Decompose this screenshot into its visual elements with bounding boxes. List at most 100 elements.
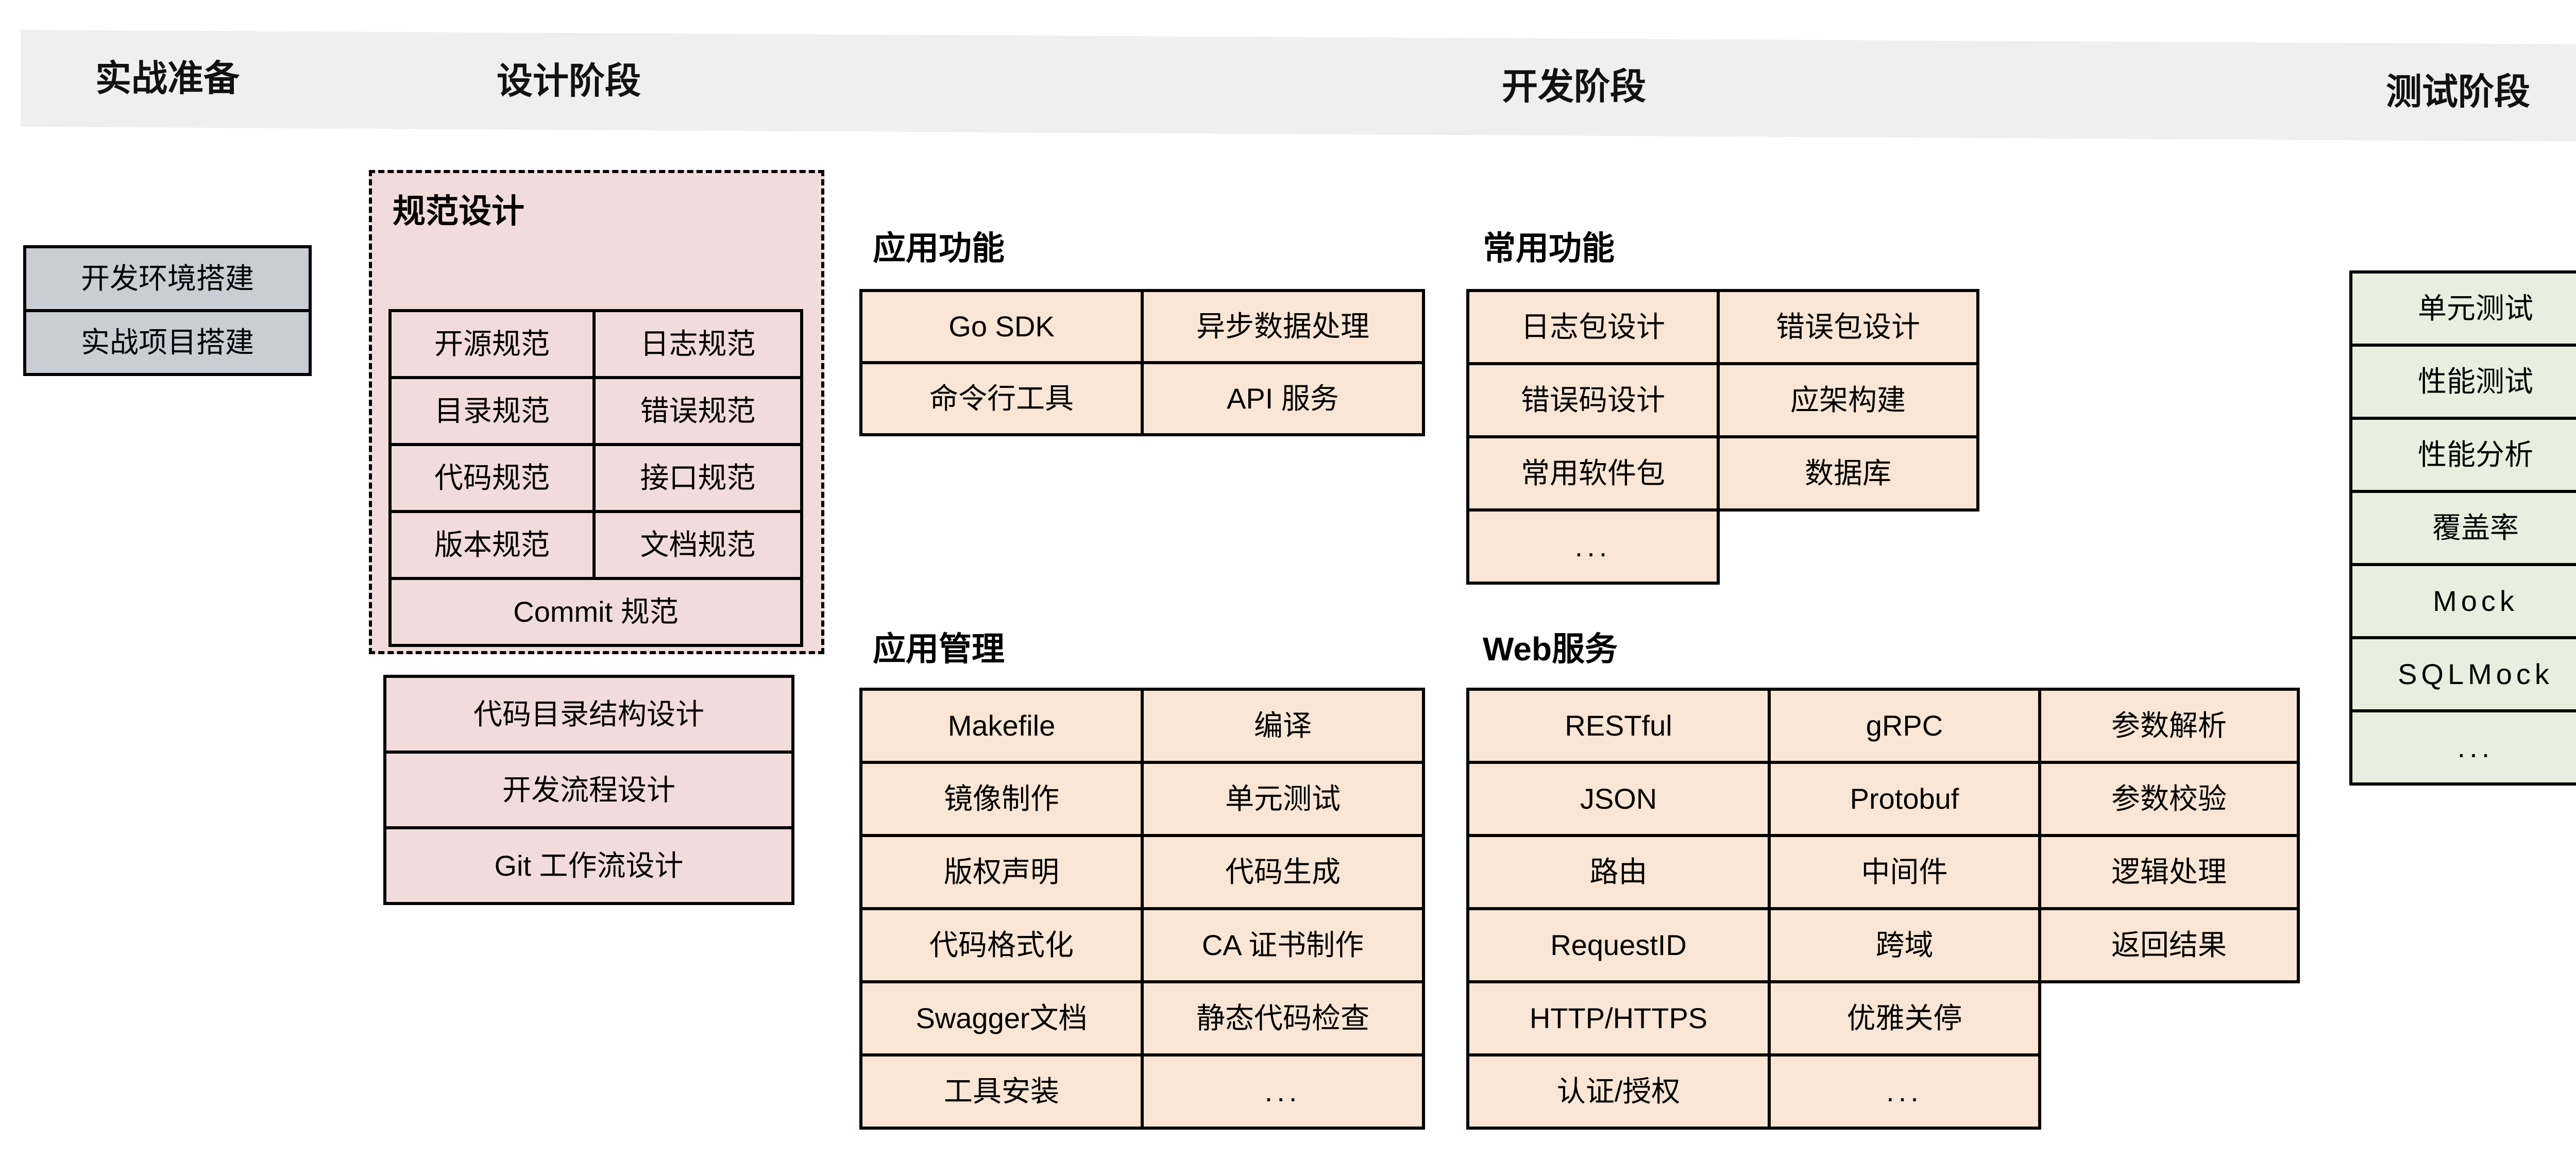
table-cell: JSON xyxy=(1466,761,1771,837)
common-features-title: 常用功能 xyxy=(1483,230,1615,267)
table-row: 认证/授权 ... xyxy=(1466,1053,2300,1130)
table-row: 工具安装 ... xyxy=(859,1053,1425,1130)
phase-label-design: 设计阶段 xyxy=(497,61,641,101)
table-cell: 常用软件包 xyxy=(1466,435,1720,512)
table-row: Git 工作流设计 xyxy=(383,826,794,905)
table-cell: RESTful xyxy=(1466,688,1771,764)
table-row: 版权声明 代码生成 xyxy=(859,834,1425,910)
table-row: 性能分析 xyxy=(2349,417,2576,493)
table-cell: 命令行工具 xyxy=(859,361,1144,436)
table-cell: ... xyxy=(2349,709,2576,786)
table-cell: 接口规范 xyxy=(592,443,803,513)
table-cell: API 服务 xyxy=(1141,361,1425,436)
app-features-table: Go SDK 异步数据处理 命令行工具 API 服务 xyxy=(859,289,1425,436)
table-cell: 单元测试 xyxy=(2349,270,2576,347)
table-cell: gRPC xyxy=(1768,688,2041,764)
table-row: 代码目录结构设计 xyxy=(383,675,794,754)
table-cell: 逻辑处理 xyxy=(2038,834,2300,910)
table-cell: 版本规范 xyxy=(388,510,596,580)
table-row: HTTP/HTTPS 优雅关停 xyxy=(1466,980,2300,1056)
testing-table: 单元测试 性能测试 性能分析 覆盖率 Mock SQLMock ... xyxy=(2349,270,2576,786)
table-row: 实战项目搭建 xyxy=(23,309,312,376)
table-cell: 静态代码检查 xyxy=(1141,980,1425,1056)
preparation-table: 开发环境搭建 实战项目搭建 xyxy=(23,245,312,376)
table-cell: 数据库 xyxy=(1717,435,1979,512)
table-row: RequestID 跨域 返回结果 xyxy=(1466,907,2300,983)
table-cell: 日志包设计 xyxy=(1466,289,1720,365)
table-row: 错误码设计 应架构建 xyxy=(1466,362,1979,438)
table-row: 开发环境搭建 xyxy=(23,245,312,312)
table-row: 性能测试 xyxy=(2349,344,2576,420)
table-cell: 实战项目搭建 xyxy=(23,309,312,376)
table-cell: Git 工作流设计 xyxy=(383,826,794,905)
table-cell: 代码格式化 xyxy=(859,907,1144,983)
table-row: Go SDK 异步数据处理 xyxy=(859,289,1425,364)
table-cell: Go SDK xyxy=(859,289,1144,364)
table-cell: 开发流程设计 xyxy=(383,751,794,829)
table-row: Makefile 编译 xyxy=(859,688,1425,764)
table-cell: 参数校验 xyxy=(2038,761,2300,837)
banner-arrow-shape xyxy=(21,30,2576,142)
table-row: 版本规范 文档规范 xyxy=(388,510,803,580)
table-cell: 版权声明 xyxy=(859,834,1144,910)
table-cell: Mock xyxy=(2349,563,2576,639)
table-cell: RequestID xyxy=(1466,907,1771,983)
table-row: Swagger文档 静态代码检查 xyxy=(859,980,1425,1056)
table-row: ... xyxy=(1466,508,1979,585)
table-row: 开源规范 日志规范 xyxy=(388,309,803,379)
table-cell: 错误规范 xyxy=(592,376,803,446)
table-cell: 目录规范 xyxy=(388,376,596,446)
table-cell: 异步数据处理 xyxy=(1141,289,1425,364)
table-cell: 错误码设计 xyxy=(1466,362,1720,438)
table-row: 路由 中间件 逻辑处理 xyxy=(1466,834,2300,910)
table-row: RESTful gRPC 参数解析 xyxy=(1466,688,2300,764)
spec-design-title: 规范设计 xyxy=(393,193,524,230)
table-cell: 路由 xyxy=(1466,834,1771,910)
table-cell: 文档规范 xyxy=(592,510,803,580)
table-cell: Commit 规范 xyxy=(388,577,803,647)
table-cell: 认证/授权 xyxy=(1466,1053,1771,1130)
table-row: 日志包设计 错误包设计 xyxy=(1466,289,1979,365)
table-cell: Makefile xyxy=(859,688,1144,764)
table-cell: 镜像制作 xyxy=(859,761,1144,837)
table-row: SQLMock xyxy=(2349,636,2576,712)
table-cell: 开发环境搭建 xyxy=(23,245,312,312)
table-row: 代码格式化 CA 证书制作 xyxy=(859,907,1425,983)
spec-design-table: 开源规范 日志规范 目录规范 错误规范 代码规范 接口规范 版本规范 文档规范 … xyxy=(388,309,803,647)
table-cell: 工具安装 xyxy=(859,1053,1144,1130)
table-cell: 代码生成 xyxy=(1141,834,1425,910)
table-row: 目录规范 错误规范 xyxy=(388,376,803,446)
table-row: Commit 规范 xyxy=(388,577,803,647)
table-cell: 代码目录结构设计 xyxy=(383,675,794,754)
table-cell: 中间件 xyxy=(1768,834,2041,910)
web-service-table: RESTful gRPC 参数解析 JSON Protobuf 参数校验 路由 … xyxy=(1466,688,2300,1130)
table-row: 覆盖率 xyxy=(2349,490,2576,566)
table-cell: 编译 xyxy=(1141,688,1425,764)
table-cell: CA 证书制作 xyxy=(1141,907,1425,983)
table-cell: Protobuf xyxy=(1768,761,2041,837)
table-cell: 性能分析 xyxy=(2349,417,2576,493)
web-service-title: Web服务 xyxy=(1483,630,1618,668)
common-features-table: 日志包设计 错误包设计 错误码设计 应架构建 常用软件包 数据库 ... xyxy=(1466,289,1979,585)
table-cell: 跨域 xyxy=(1768,907,2041,983)
table-cell: 错误包设计 xyxy=(1717,289,1979,365)
table-cell: ... xyxy=(1466,508,1720,585)
table-row: 代码规范 接口规范 xyxy=(388,443,803,513)
table-row: JSON Protobuf 参数校验 xyxy=(1466,761,2300,837)
table-cell: Swagger文档 xyxy=(859,980,1144,1056)
banner-arrow xyxy=(21,30,2576,142)
table-row: ... xyxy=(2349,709,2576,786)
app-features-title: 应用功能 xyxy=(873,230,1005,267)
table-cell: 代码规范 xyxy=(388,443,596,513)
design-extra-table: 代码目录结构设计 开发流程设计 Git 工作流设计 xyxy=(383,675,794,905)
table-cell: 单元测试 xyxy=(1141,761,1425,837)
phase-label-preparation: 实战准备 xyxy=(95,58,240,98)
app-management-title: 应用管理 xyxy=(873,630,1005,668)
spec-design-box: 规范设计 开源规范 日志规范 目录规范 错误规范 代码规范 接口规范 版本规范 … xyxy=(369,170,824,654)
table-cell: 优雅关停 xyxy=(1768,980,2041,1056)
table-row: 命令行工具 API 服务 xyxy=(859,361,1425,436)
table-cell: 返回结果 xyxy=(2038,907,2300,983)
table-cell: 日志规范 xyxy=(592,309,803,379)
table-row: 常用软件包 数据库 xyxy=(1466,435,1979,512)
